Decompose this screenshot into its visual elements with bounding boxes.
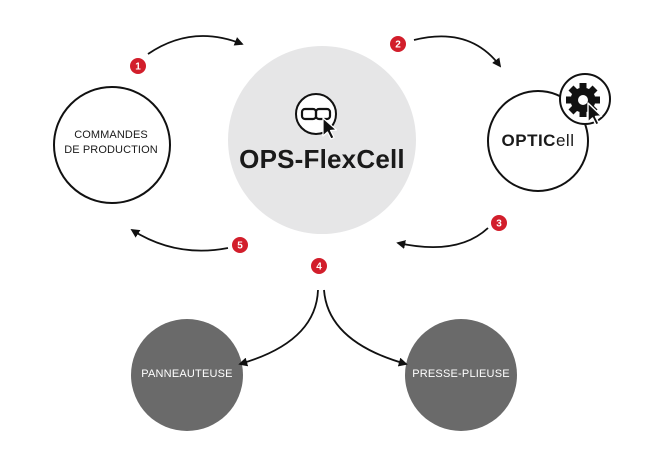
arrow-step-2 [413,35,502,68]
gear-cursor-icon [559,73,611,126]
panneauteuse-label: PANNEAUTEUSE [141,368,233,380]
commandes-circle [53,86,171,204]
presse-plieuse-circle [405,319,517,431]
arrow-step-5 [130,229,229,252]
opticell-circle [487,90,589,192]
step-badge-5: 5 [232,237,248,253]
arrow-step-1 [147,35,244,55]
flexcell-hub-circle [228,46,416,234]
panneauteuse-circle [131,319,243,431]
svg-text:3: 3 [496,219,502,230]
step-badge-2: 2 [390,36,406,52]
step-badge-4: 4 [311,258,327,274]
arrow-step-4-left [238,289,319,367]
step-badge-1: 1 [130,58,146,74]
opticell-label-prefix: OPTIC [501,131,556,150]
svg-text:5: 5 [237,241,243,252]
svg-text:2: 2 [395,40,401,51]
commandes-label-line2: DE PRODUCTION [64,144,158,156]
opticell-label-suffix: ell [555,131,575,150]
presse-plieuse-label: PRESSE-PLIEUSE [412,368,510,380]
opticell-label: OPTICell [478,131,598,151]
arrow-step-4-right [323,289,408,367]
step-badge-3: 3 [491,215,507,231]
commandes-label: COMMANDES DE PRODUCTION [52,128,170,158]
svg-text:4: 4 [316,262,322,273]
chain-link-cursor-icon [295,93,338,140]
commandes-label-line1: COMMANDES [74,129,148,141]
arrow-step-3 [396,227,489,249]
flexcell-title: OPS-FlexCell [239,144,405,174]
svg-text:1: 1 [135,62,141,73]
